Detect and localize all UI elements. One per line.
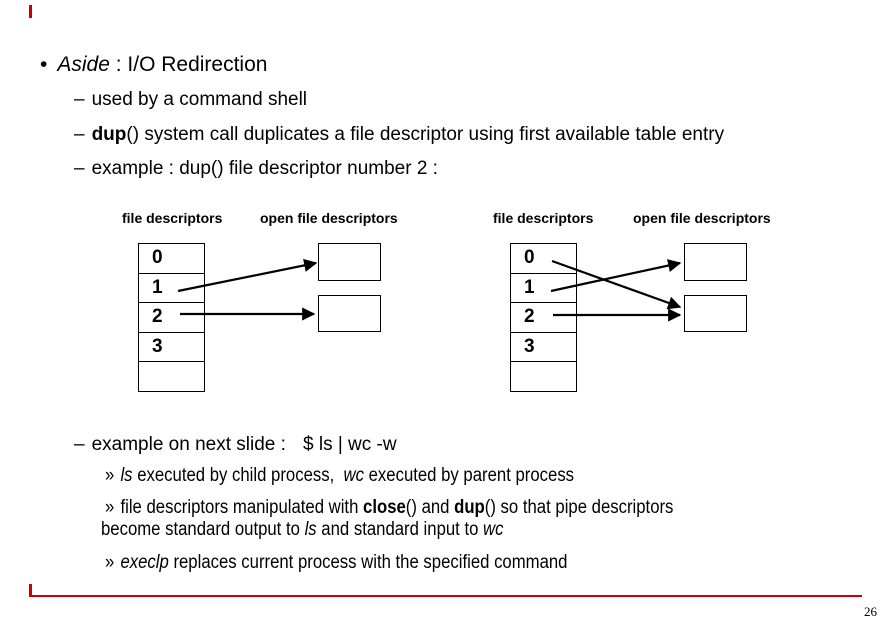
slide-title: • Aside : I/O Redirection [40,52,267,78]
fd-number: 0 [152,247,163,269]
frame-accent-top-tick [29,5,32,18]
fd-table-cell: 0 [139,244,204,274]
note-close-dup-line1: »file descriptors manipulated with close… [105,496,673,519]
guillemet-icon: » [105,552,115,573]
frame-accent-bottom-tick [29,584,32,597]
page-number: 26 [864,604,877,619]
fd-number: 3 [524,335,535,357]
bullet-used-by-shell: –used by a command shell [74,88,307,112]
label-file-descriptors-right: file descriptors [493,210,594,226]
dup-keyword: dup [454,497,485,518]
bullet-dup-syscall: –dup() system call duplicates a file des… [74,123,724,147]
fd-number: 3 [152,335,163,357]
title-rest: : I/O Redirection [109,53,268,76]
wc-keyword: wc [343,465,364,486]
open-file-box-right-top [684,243,747,281]
note-close-dup-line2: become standard output to ls and standar… [101,518,504,541]
close-keyword: close [363,497,406,518]
label-open-file-descriptors-left: open file descriptors [260,210,398,226]
dash-icon: – [74,434,85,455]
fd-table-left: 0 1 2 3 [138,243,205,392]
note-ls-wc-processes: »ls executed by child process, wc execut… [105,464,574,487]
dash-icon: – [74,89,85,110]
fd-table-right: 0 1 2 3 [510,243,577,392]
bullet-text: example : dup() file descriptor number 2… [91,158,438,179]
dup-keyword: dup [91,124,127,145]
fd-number: 0 [524,247,535,269]
note-text: executed by child process, [132,465,344,486]
fd-table-cell: 2 [511,303,576,333]
shell-command: $ ls | wc -w [303,434,397,455]
bullet-text: example on next slide : [91,434,286,455]
bullet-dup-example: –example : dup() file descriptor number … [74,157,438,181]
note-text: () and [405,497,455,518]
note-text: become standard output to [101,519,305,540]
bullet-text: used by a command shell [91,89,308,110]
note-execlp: »execlp replaces current process with th… [105,551,567,574]
label-open-file-descriptors-right: open file descriptors [633,210,771,226]
bullet-text: () system call duplicates a file descrip… [126,124,725,145]
title-emphasis: Aside [57,53,110,76]
fd-number: 1 [524,276,535,298]
note-text: replaces current process with the specif… [168,552,568,573]
fd-table-cell [511,362,576,391]
note-text: file descriptors manipulated with [120,497,364,518]
fd-table-cell [139,362,204,391]
guillemet-icon: » [105,465,115,486]
open-file-box-left-top [318,243,381,281]
guillemet-icon: » [105,497,115,518]
bullet-icon: • [40,53,48,76]
fd-table-cell: 1 [511,274,576,303]
fd-table-cell: 3 [511,333,576,362]
fd-table-cell: 2 [139,303,204,333]
dash-icon: – [74,158,85,179]
bullet-example-next-slide: –example on next slide : [74,433,286,457]
fd-table-cell: 3 [139,333,204,362]
frame-accent-bottom-line [29,595,862,597]
note-text: and standard input to [316,519,484,540]
fd-number: 1 [152,276,163,298]
wc-keyword: wc [483,519,504,540]
open-file-box-right-bottom [684,295,747,332]
ls-keyword: ls [120,465,133,486]
note-text: () so that pipe descriptors [484,497,674,518]
dash-icon: – [74,124,85,145]
execlp-keyword: execlp [120,552,169,573]
label-file-descriptors-left: file descriptors [122,210,223,226]
open-file-box-left-bottom [318,295,381,332]
ls-keyword: ls [304,519,317,540]
fd-number: 2 [524,306,535,328]
fd-table-cell: 1 [139,274,204,303]
fd-table-cell: 0 [511,244,576,274]
fd-number: 2 [152,306,163,328]
note-text: executed by parent process [363,465,575,486]
